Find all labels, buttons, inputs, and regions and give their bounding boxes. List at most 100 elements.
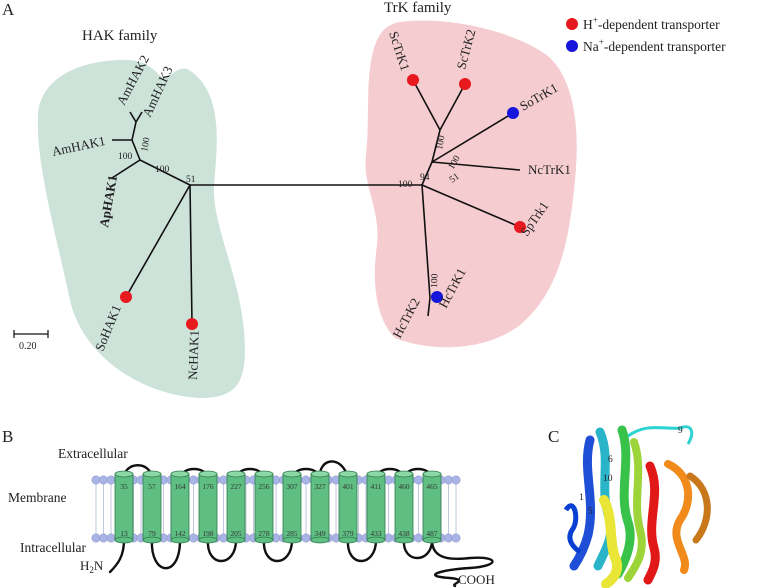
transmembrane-helices: 3513577916414217619822720525627830728532… (114, 470, 442, 544)
structure-label-9: 9 (678, 426, 683, 436)
transmembrane-helix: 227 205 (226, 470, 246, 544)
transmembrane-helix: 57 79 (142, 470, 162, 544)
lipid-head-top (301, 475, 311, 485)
branch-sohak1 (125, 184, 191, 298)
bootstrap-trk-100-a: 100 (435, 135, 447, 151)
lipid-head-top (106, 475, 116, 485)
lipid-head-top (444, 475, 453, 485)
intracellular-loop (346, 538, 378, 563)
helix-start-residue: 460 (398, 482, 410, 491)
lipid-head-top (99, 475, 108, 485)
bootstrap-hak-100-b: 100 (118, 152, 133, 162)
marker-sctrk2 (459, 78, 471, 90)
branch-sc-clade (431, 129, 441, 163)
branch-hctrk2 (427, 297, 431, 317)
transmembrane-helix: 327 349 (310, 470, 330, 544)
membrane-label: Membrane (8, 490, 66, 505)
transmembrane-helix: 307 285 (282, 470, 302, 544)
legend-h-dependent-marker (566, 18, 578, 30)
lipid-head-bottom (444, 533, 453, 543)
helix-start-residue: 401 (342, 482, 354, 491)
helix-end-residue: 13 (120, 529, 128, 538)
helix-end-residue: 198 (202, 529, 214, 538)
lipid-head-top (414, 475, 423, 485)
helix-start-residue: 57 (148, 482, 156, 491)
lipid-head-bottom (301, 533, 311, 543)
helix-start-residue: 256 (258, 482, 270, 491)
legend-h-dependent: H+-dependent transporter (583, 15, 720, 32)
intracellular-label: Intracellular (20, 540, 86, 555)
helix-end-residue: 205 (230, 529, 242, 538)
extracellular-label: Extracellular (58, 446, 128, 461)
branch-hak-clade (139, 159, 191, 186)
transmembrane-helix: 401 379 (338, 470, 358, 544)
branch-amhak2 (129, 111, 137, 123)
branch-amhak3 (135, 111, 143, 123)
panel-label-c: C (548, 427, 559, 446)
lipid-head-top (219, 475, 228, 485)
helix-end-residue: 379 (342, 529, 354, 538)
helix-start-residue: 465 (426, 482, 438, 491)
helix-end-residue: 285 (286, 529, 298, 538)
structure-label-1: 1 (579, 493, 584, 503)
helix-end-residue: 79 (148, 529, 156, 538)
marker-sotrk1 (507, 107, 519, 119)
lipid-head-bottom (384, 533, 393, 543)
branch-sctrk1 (412, 79, 441, 131)
lipid-head-bottom (219, 533, 228, 543)
trk-family-region (365, 20, 577, 348)
helix-start-residue: 327 (314, 482, 326, 491)
scale-bar: 0.20 (13, 330, 49, 352)
hak-family-label: HAK family (82, 28, 158, 44)
legend: H+-dependent transporter Na+-dependent t… (566, 15, 726, 54)
hak-family-region (37, 59, 245, 399)
lipid-head-bottom (99, 533, 108, 543)
branch-nchak1 (189, 184, 193, 325)
transmembrane-helix: 460 438 (394, 470, 414, 544)
helix-end-residue: 349 (314, 529, 326, 538)
lipid-head-bottom (106, 533, 116, 543)
intracellular-loop (206, 538, 238, 563)
trk-family-label: TrK family (384, 0, 452, 16)
bootstrap-hak-100-c: 100 (155, 165, 170, 175)
branch-aphak1 (111, 159, 141, 179)
marker-sctrk1 (407, 74, 419, 86)
lipid-head-top (451, 475, 461, 485)
helix-start-residue: 307 (286, 482, 298, 491)
helix-end-residue: 433 (370, 529, 382, 538)
structure-label-6: 6 (608, 455, 613, 465)
branch-trk-lower (421, 184, 431, 299)
intracellular-loop (150, 538, 182, 570)
n-terminal-tail (108, 538, 126, 574)
intracellular-loop (262, 538, 294, 563)
intracellular-loop (402, 538, 434, 559)
lipid-head-top (91, 475, 101, 485)
panel-label-a: A (2, 0, 15, 19)
n-terminus-label: H2N (80, 558, 104, 575)
branch-sctrk2 (439, 83, 466, 131)
branch-sptrk1 (421, 184, 521, 228)
structure-label-10: 10 (603, 474, 613, 484)
branch-trk-upper (421, 161, 433, 186)
legend-na-dependent-marker (566, 40, 578, 52)
c-terminal-tail (430, 538, 494, 588)
helix-end-residue: 278 (258, 529, 270, 538)
taxon-nchak1: NcHAK1 (185, 330, 202, 380)
structure-label-5: 5 (588, 507, 593, 517)
marker-sohak1 (120, 291, 132, 303)
c-terminus-label: COOH (458, 572, 495, 587)
helix-start-residue: 411 (371, 482, 382, 491)
marker-hctrk1 (431, 291, 443, 303)
branch-amhak23 (131, 121, 137, 141)
helix-end-residue: 142 (174, 529, 186, 538)
legend-na-dependent: Na+-dependent transporter (583, 37, 726, 54)
bootstrap-trk-100-hc: 100 (430, 273, 440, 288)
helix-start-residue: 227 (230, 482, 242, 491)
transmembrane-helix: 256 278 (254, 470, 274, 544)
lipid-head-bottom (414, 533, 423, 543)
helix-end-residue: 438 (398, 529, 410, 538)
